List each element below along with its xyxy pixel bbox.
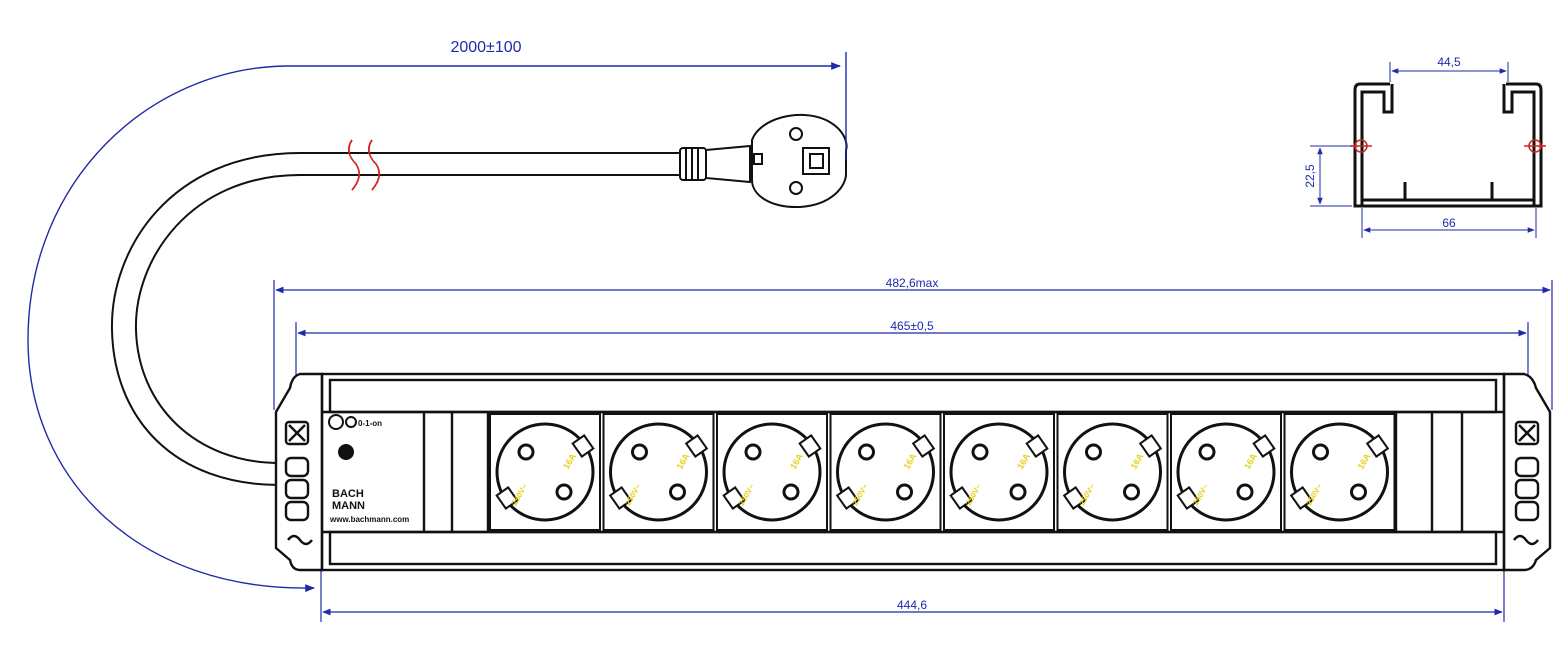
cable-length-label: 2000±100 bbox=[450, 39, 521, 56]
front-view-dimensions bbox=[273, 280, 1553, 622]
cable-break-gap bbox=[346, 154, 378, 174]
profile-dimensions bbox=[1310, 62, 1537, 238]
website-label: www.bachmann.com bbox=[329, 515, 409, 524]
schuko-plug bbox=[679, 113, 848, 209]
profile-height-label: 22,5 bbox=[1303, 164, 1317, 188]
mount-spacing-label: 465±0,5 bbox=[890, 319, 934, 333]
left-mounting-bracket bbox=[274, 372, 324, 572]
profile-cross-section bbox=[1353, 82, 1543, 208]
overall-width-label: 482,6max bbox=[886, 276, 939, 290]
profile-inner-width-label: 44,5 bbox=[1437, 55, 1461, 69]
socket-row: 16A250V~16A250V~16A250V~16A250V~16A250V~… bbox=[489, 413, 1396, 531]
power-cable bbox=[110, 152, 682, 486]
body-width-label: 444,6 bbox=[897, 598, 927, 612]
profile-outer-width-label: 66 bbox=[1442, 216, 1456, 230]
switch-label: 0-1-on bbox=[358, 419, 382, 428]
brand-line-1: BACH bbox=[332, 488, 364, 500]
right-mounting-bracket bbox=[1502, 372, 1552, 572]
brand-line-2: MANN bbox=[332, 500, 365, 512]
cable-length-dimension bbox=[27, 52, 847, 593]
strip-body bbox=[320, 372, 1506, 572]
power-switch bbox=[328, 414, 357, 430]
profile-screw-marks bbox=[1350, 139, 1546, 153]
indicator-lamp bbox=[338, 444, 354, 460]
